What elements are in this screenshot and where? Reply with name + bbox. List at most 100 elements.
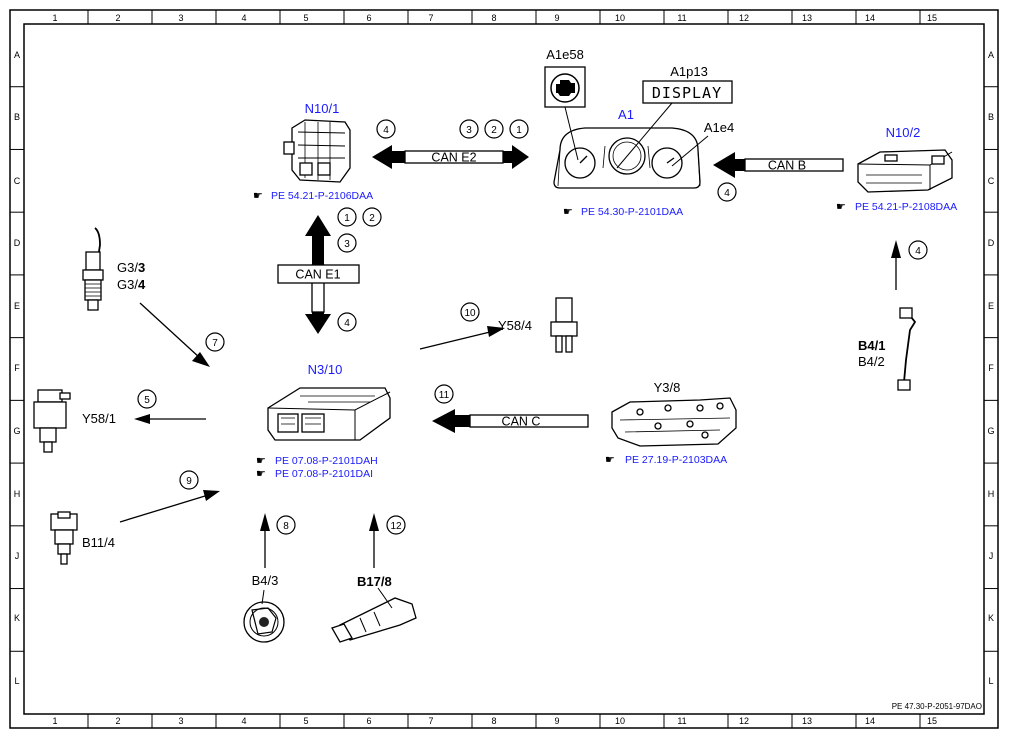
book-icon: ☛	[253, 189, 263, 202]
n3-10-ref-link-b[interactable]: PE 07.08-P-2101DAI	[275, 468, 373, 480]
grid-col: 15	[927, 13, 937, 23]
fuel-level-sensor-image	[897, 307, 917, 391]
g3-4-label: G3/4	[117, 277, 146, 292]
callout-12: 12	[386, 515, 406, 535]
callout-number: 1	[344, 213, 350, 224]
callout-number: 2	[369, 213, 375, 224]
grid-col: 4	[241, 716, 246, 726]
callout-number: 12	[390, 521, 402, 532]
n10-2-ref-link[interactable]: PE 54.21-P-2108DAA	[855, 201, 957, 213]
grid-col: 14	[865, 13, 875, 23]
ecu-module-image	[267, 387, 391, 441]
grid-row: C	[988, 176, 995, 186]
callout-3-can-e1: 3	[337, 233, 357, 253]
callout-number: 5	[144, 395, 150, 406]
callout-number: 11	[439, 390, 450, 401]
callout-number: 4	[383, 125, 389, 136]
grid-row: L	[988, 676, 993, 686]
callout-number: 7	[212, 338, 218, 349]
callout-number: 4	[344, 318, 350, 329]
grid-row: F	[14, 363, 20, 373]
book-icon: ☛	[256, 467, 266, 480]
n3-10-label: N3/10	[308, 362, 343, 377]
grid-row: C	[14, 176, 21, 186]
a1e4-label: A1e4	[704, 120, 734, 135]
grid-row: F	[988, 363, 994, 373]
b11-4-label: B11/4	[82, 535, 115, 550]
b17-8-component: B17/8	[331, 574, 417, 643]
fuel-pressure-sensor-image	[243, 589, 285, 643]
callout-4-can-e1: 4	[337, 312, 357, 332]
grid-col: 11	[677, 13, 686, 23]
can-b-bus: CAN B	[713, 152, 844, 178]
g3-sensor-component: G3/3 G3/4	[82, 227, 146, 311]
callout-number: 10	[464, 308, 476, 319]
grid-col: 10	[615, 13, 625, 23]
callout-number: 3	[344, 239, 350, 250]
display-text: DISPLAY	[652, 84, 722, 102]
frame	[9, 9, 999, 729]
callout-2-can-e1: 2	[362, 207, 382, 227]
y58-4-component: Y58/4	[498, 297, 578, 353]
b17-8-label: B17/8	[357, 574, 392, 589]
callout-number: 2	[491, 125, 497, 136]
y3-8-reference: ☛ PE 27.19-P-2103DAA	[605, 453, 727, 466]
transmission-control-image	[611, 397, 737, 447]
callout-4-can-b: 4	[717, 182, 737, 202]
grid-col: 15	[927, 716, 937, 726]
grid-col: 5	[303, 13, 308, 23]
book-icon: ☛	[256, 454, 266, 467]
book-icon: ☛	[836, 200, 846, 213]
n10-1-ref-link[interactable]: PE 54.21-P-2106DAA	[271, 190, 373, 202]
n10-1-reference: ☛ PE 54.21-P-2106DAA	[253, 189, 373, 202]
callout-1-can-e2: 1	[509, 119, 529, 139]
g3-3-number: 3	[138, 260, 145, 275]
callout-7: 7	[205, 332, 225, 352]
grid-col: 8	[491, 716, 496, 726]
grid-col: 10	[615, 716, 625, 726]
callout-1-can-e1: 1	[337, 207, 357, 227]
grid-col: 9	[554, 716, 559, 726]
g3-3-prefix: G3/	[117, 260, 138, 275]
can-e2-bus: CAN E2	[372, 145, 529, 169]
grid-row: D	[14, 238, 21, 248]
callout-5: 5	[137, 389, 157, 409]
a1-component: A1 A1e58 A1p13 A1e4 DISPLAY	[544, 47, 734, 218]
grid-row: L	[14, 676, 19, 686]
callout-4-can-e2: 4	[376, 119, 396, 139]
signal-arrows	[119, 240, 901, 568]
callout-number: 9	[186, 476, 192, 487]
grid-col: 1	[52, 13, 57, 23]
a1-ref-link[interactable]: PE 54.30-P-2101DAA	[581, 206, 683, 218]
can-c-bus: CAN C	[432, 409, 589, 433]
y3-8-ref-link[interactable]: PE 27.19-P-2103DAA	[625, 454, 727, 466]
a1-reference: ☛ PE 54.30-P-2101DAA	[563, 205, 683, 218]
callout-number: 4	[915, 246, 921, 257]
n3-10-component: N3/10 ☛ PE 07.08-P-2101DAH ☛ PE 07.08-P-…	[256, 362, 391, 480]
n10-1-module-image	[283, 119, 351, 183]
grid-col-labels-top: 1 2 3 4 5 6 7 8 9 10 11 12 13 14 15	[52, 13, 937, 23]
callout-2-can-e2: 2	[484, 119, 504, 139]
grid-row: G	[987, 426, 994, 436]
n10-2-component: N10/2 ☛ PE 54.21-P-2108DAA	[836, 125, 957, 213]
coolant-temp-sensor-image	[50, 511, 78, 565]
callout-number: 1	[516, 125, 522, 136]
grid-row-labels-left: A B C D E F G H J K L	[13, 50, 20, 686]
y58-1-component: Y58/1	[33, 389, 116, 453]
n3-10-ref-link-a[interactable]: PE 07.08-P-2101DAH	[275, 455, 378, 467]
grid-col: 3	[178, 716, 183, 726]
valve-y58-1-image	[33, 389, 71, 453]
y58-1-label: Y58/1	[82, 411, 116, 426]
grid-col: 7	[428, 13, 433, 23]
n10-1-label: N10/1	[305, 101, 340, 116]
engine-warning-icon	[544, 66, 586, 108]
grid-col-labels-bottom: 1 2 3 4 5 6 7 8 9 10 11 12 13 14 15	[52, 716, 937, 726]
b4-3-component: B4/3	[243, 573, 285, 643]
oxygen-sensor-image	[82, 227, 104, 311]
grid-col: 11	[677, 716, 686, 726]
display-box: DISPLAY	[642, 80, 733, 104]
can-e1-label: CAN E1	[295, 268, 340, 282]
grid-row: A	[14, 50, 20, 60]
grid-col: 13	[802, 716, 812, 726]
